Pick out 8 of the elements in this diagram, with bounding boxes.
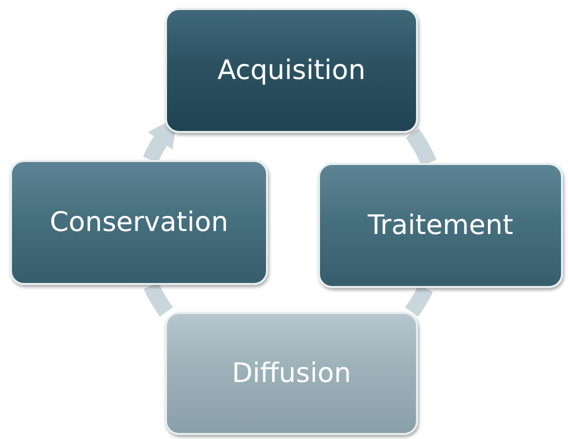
box-label: Diffusion: [232, 358, 352, 389]
box-label: Acquisition: [218, 55, 366, 86]
process-box: [318, 163, 563, 288]
box-label: Traitement: [368, 210, 514, 241]
box-label: Conservation: [50, 207, 228, 238]
process-box: [165, 8, 418, 133]
process-box: [165, 312, 418, 435]
process-box: [10, 160, 268, 285]
